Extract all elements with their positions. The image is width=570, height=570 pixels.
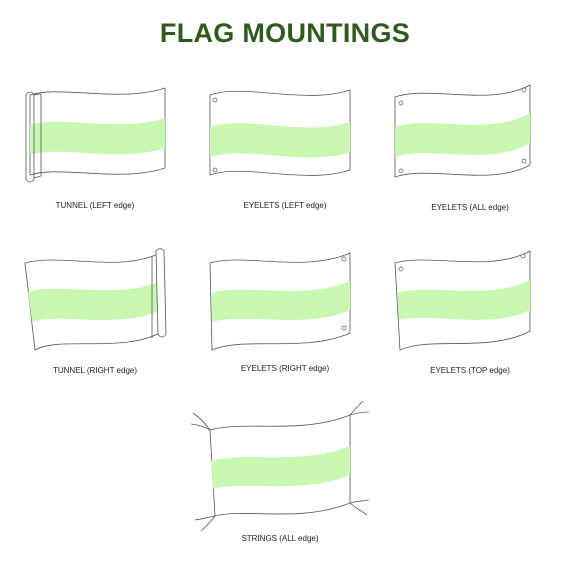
tunnel-fold — [33, 93, 42, 179]
eyelet-icon — [521, 87, 527, 93]
eyelet-icon — [341, 325, 347, 331]
caption-eyelets-top: EYELETS (TOP edge) — [430, 366, 510, 375]
string — [192, 412, 211, 431]
string — [200, 515, 216, 532]
flag-panel-eyelets-left: EYELETS (LEFT edge) — [190, 85, 380, 250]
flag-panel-eyelets-right: EYELETS (RIGHT edge) — [190, 248, 380, 413]
flag-panel-eyelets-top: EYELETS (TOP edge) — [375, 248, 565, 413]
eyelet-icon — [398, 168, 404, 174]
flag-eyelets-all-illustration — [394, 84, 531, 178]
string — [349, 502, 368, 516]
string-group-top-left — [190, 412, 211, 431]
flag-panel-strings-all: STRINGS (ALL edge) — [185, 400, 375, 568]
flag-stripe — [212, 281, 350, 322]
flag-stripe — [210, 122, 350, 158]
flag-eyelets-right-illustration — [209, 252, 351, 351]
flag-strings-all-illustration — [190, 400, 370, 532]
eyelet-icon — [520, 253, 526, 259]
caption-strings-all: STRINGS (ALL edge) — [241, 534, 319, 543]
flag-eyelets-top-illustration — [394, 250, 531, 351]
page-title: FLAG MOUNTINGS — [159, 18, 411, 48]
string-group-top-right — [349, 400, 370, 416]
eyelet-icon — [398, 266, 404, 272]
caption-eyelets-left: EYELETS (LEFT edge) — [243, 201, 327, 210]
caption-eyelets-right: EYELETS (RIGHT edge) — [240, 364, 330, 373]
tunnel-sleeve — [25, 91, 35, 183]
flag-panel-tunnel-right: TUNNEL (RIGHT edge) — [0, 248, 190, 413]
flag-tunnel-left-illustration — [25, 87, 166, 183]
eyelet-icon — [212, 97, 218, 103]
string — [349, 499, 370, 504]
flag-stripe — [30, 118, 165, 155]
string — [190, 423, 211, 431]
flag-stripe — [397, 280, 530, 320]
string — [349, 400, 364, 416]
eyelet-icon — [398, 100, 404, 106]
tunnel-sleeve — [155, 248, 167, 338]
flag-tunnel-right-illustration — [24, 248, 167, 351]
string — [349, 411, 370, 416]
caption-tunnel-left: TUNNEL (LEFT edge) — [55, 201, 135, 210]
flag-panel-tunnel-left: TUNNEL (LEFT edge) — [0, 85, 190, 250]
flag-panel-eyelets-all: EYELETS (ALL edge) — [375, 84, 565, 250]
string — [194, 515, 216, 521]
eyelet-icon — [212, 167, 218, 173]
string-group-bottom-right — [349, 499, 370, 516]
eyelet-icon — [341, 256, 347, 262]
flag-stripe — [28, 281, 160, 322]
flag-stripe — [395, 113, 530, 157]
eyelet-icon — [521, 158, 527, 164]
flag-stripe — [211, 446, 350, 489]
string-group-bottom-left — [194, 515, 216, 532]
caption-eyelets-all: EYELETS (ALL edge) — [431, 203, 509, 212]
caption-tunnel-right: TUNNEL (RIGHT edge) — [52, 366, 138, 375]
flag-eyelets-left-illustration — [209, 89, 351, 176]
